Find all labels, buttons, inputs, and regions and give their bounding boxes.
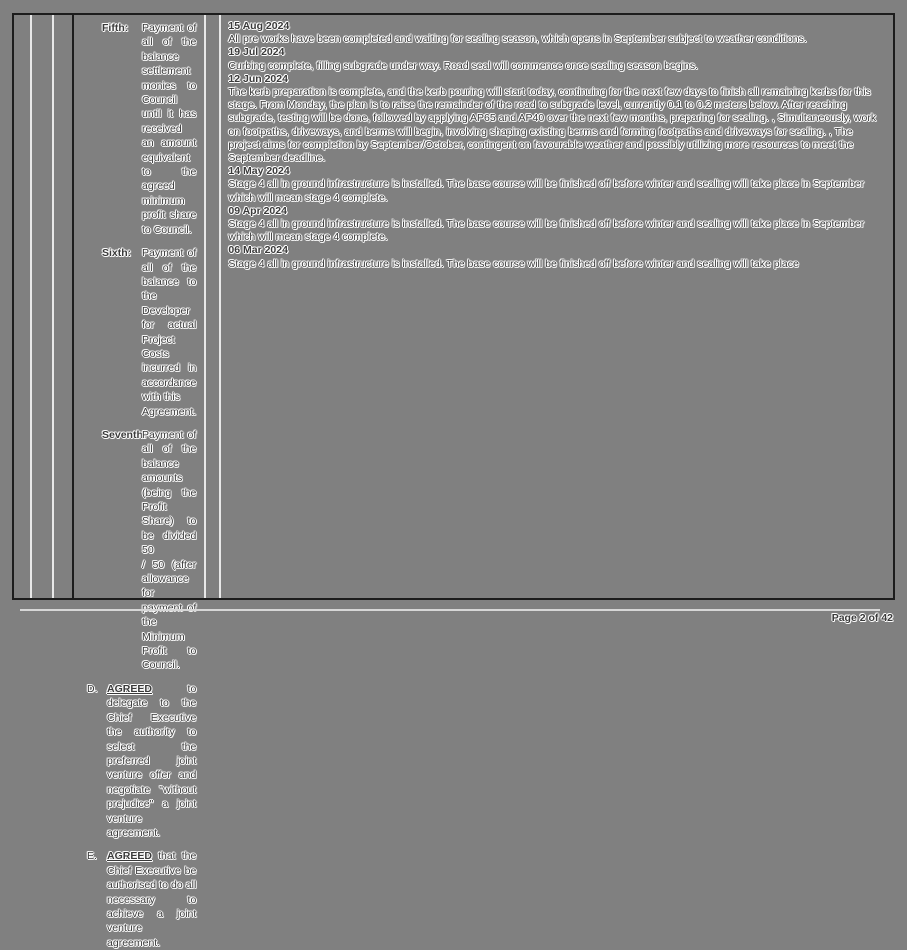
clause-paragraph-label: E. bbox=[87, 850, 97, 863]
clause-line: Payment of all of the balance settlement bbox=[142, 22, 197, 78]
clause-paragraph-body: that the Chief Executive be authorised t… bbox=[107, 850, 197, 949]
log-entry: 09 Apr 2024 Stage 4 all in ground infras… bbox=[228, 205, 887, 245]
clause-term-sixth: Sixth: Payment of all of the balance to … bbox=[80, 246, 196, 419]
clause-line: / 50 (after allowance for payment of the bbox=[142, 558, 197, 629]
table-column-clauses: Fifth: Payment of all of the balance set… bbox=[74, 15, 207, 949]
log-entry-date: 12 Jun 2024 bbox=[228, 72, 288, 85]
footer-page-number: Page 2 of 42 bbox=[831, 612, 893, 624]
log-entry-note: Stage 4 all in ground infrastructure is … bbox=[228, 218, 865, 244]
log-entry-date: 09 Apr 2024 bbox=[228, 204, 287, 217]
log-entry: 06 Mar 2024 Stage 4 all in ground infras… bbox=[228, 244, 887, 270]
table-column-progress-log: 15 Aug 2024 All pre works have been comp… bbox=[221, 15, 893, 598]
table-column-1 bbox=[14, 15, 32, 598]
clause-body: Fifth: Payment of all of the balance set… bbox=[74, 15, 204, 950]
progress-log: 15 Aug 2024 All pre works have been comp… bbox=[221, 15, 893, 271]
log-entry-note: Curbing complete, filling subgrade under… bbox=[228, 59, 699, 72]
log-entry-date: 06 Mar 2024 bbox=[228, 244, 288, 257]
clause-line: (being the Profit Share) to be divided 5… bbox=[142, 486, 197, 557]
clause-keyword: AGREED bbox=[107, 850, 152, 863]
log-entry: 19 Jul 2024 Curbing complete, filling su… bbox=[228, 46, 887, 72]
clause-line: Payment of all of the balance amounts bbox=[142, 428, 197, 485]
clause-term-fifth: Fifth: Payment of all of the balance set… bbox=[80, 21, 196, 237]
clause-term-text: Payment of all of the balance amounts (b… bbox=[142, 428, 196, 673]
clause-line: minimum profit share to Council. bbox=[142, 194, 197, 236]
log-entry-note: All pre works have been completed and wa… bbox=[228, 33, 807, 46]
clause-line: Agreement. bbox=[142, 405, 197, 418]
clause-line: Minimum Profit to Council. bbox=[142, 630, 197, 672]
clause-paragraph-body: to delegate to the Chief Executive the a… bbox=[107, 682, 197, 839]
log-entry-note: Stage 4 all in ground infrastructure is … bbox=[228, 257, 799, 270]
footer-divider bbox=[20, 609, 880, 611]
log-entry-date: 15 Aug 2024 bbox=[228, 20, 290, 32]
clause-term-seventh: Seventh: Payment of all of the balance a… bbox=[80, 428, 196, 673]
table-column-2 bbox=[31, 15, 54, 598]
log-entry-date: 14 May 2024 bbox=[228, 165, 290, 178]
clause-line: monies to Council until it has received bbox=[142, 79, 197, 135]
table-column-5 bbox=[206, 15, 222, 598]
log-entry-date: 19 Jul 2024 bbox=[228, 46, 285, 59]
log-entry-note: The kerb preparation is complete, and th… bbox=[228, 86, 877, 165]
clause-line: an amount equivalent to the agreed bbox=[142, 137, 197, 193]
clause-line: incurred in accordance with this bbox=[142, 362, 197, 404]
clause-paragraph-text: AGREED to delegate to the Chief Executiv… bbox=[107, 682, 196, 840]
clause-term-label: Sixth: bbox=[102, 247, 132, 260]
clause-term-text: Payment of all of the balance to the Dev… bbox=[142, 246, 196, 419]
log-entry: 15 Aug 2024 All pre works have been comp… bbox=[228, 20, 887, 46]
log-entry: 14 May 2024 Stage 4 all in ground infras… bbox=[228, 165, 887, 205]
clause-term-label: Fifth: bbox=[102, 22, 129, 34]
clause-paragraph-e: E. AGREED that the Chief Executive be au… bbox=[80, 849, 196, 950]
table-column-3 bbox=[53, 15, 75, 598]
clause-paragraph-text: AGREED that the Chief Executive be autho… bbox=[107, 849, 196, 950]
clause-paragraph-label: D. bbox=[87, 682, 98, 695]
clause-term-text: Payment of all of the balance settlement… bbox=[142, 21, 196, 237]
document-table: Fifth: Payment of all of the balance set… bbox=[12, 13, 895, 949]
document-page: Fifth: Payment of all of the balance set… bbox=[12, 13, 895, 949]
log-entry: 12 Jun 2024 The kerb preparation is comp… bbox=[228, 73, 887, 165]
clause-term-label: Seventh: bbox=[102, 428, 147, 441]
clause-keyword: AGREED bbox=[107, 682, 152, 695]
clause-paragraph-d: D. AGREED to delegate to the Chief Execu… bbox=[80, 682, 196, 840]
log-entry-note: Stage 4 all in ground infrastructure is … bbox=[228, 178, 865, 204]
clause-line: Payment of all of the balance to the bbox=[142, 247, 197, 303]
clause-line: Developer for actual Project Costs bbox=[142, 304, 197, 360]
